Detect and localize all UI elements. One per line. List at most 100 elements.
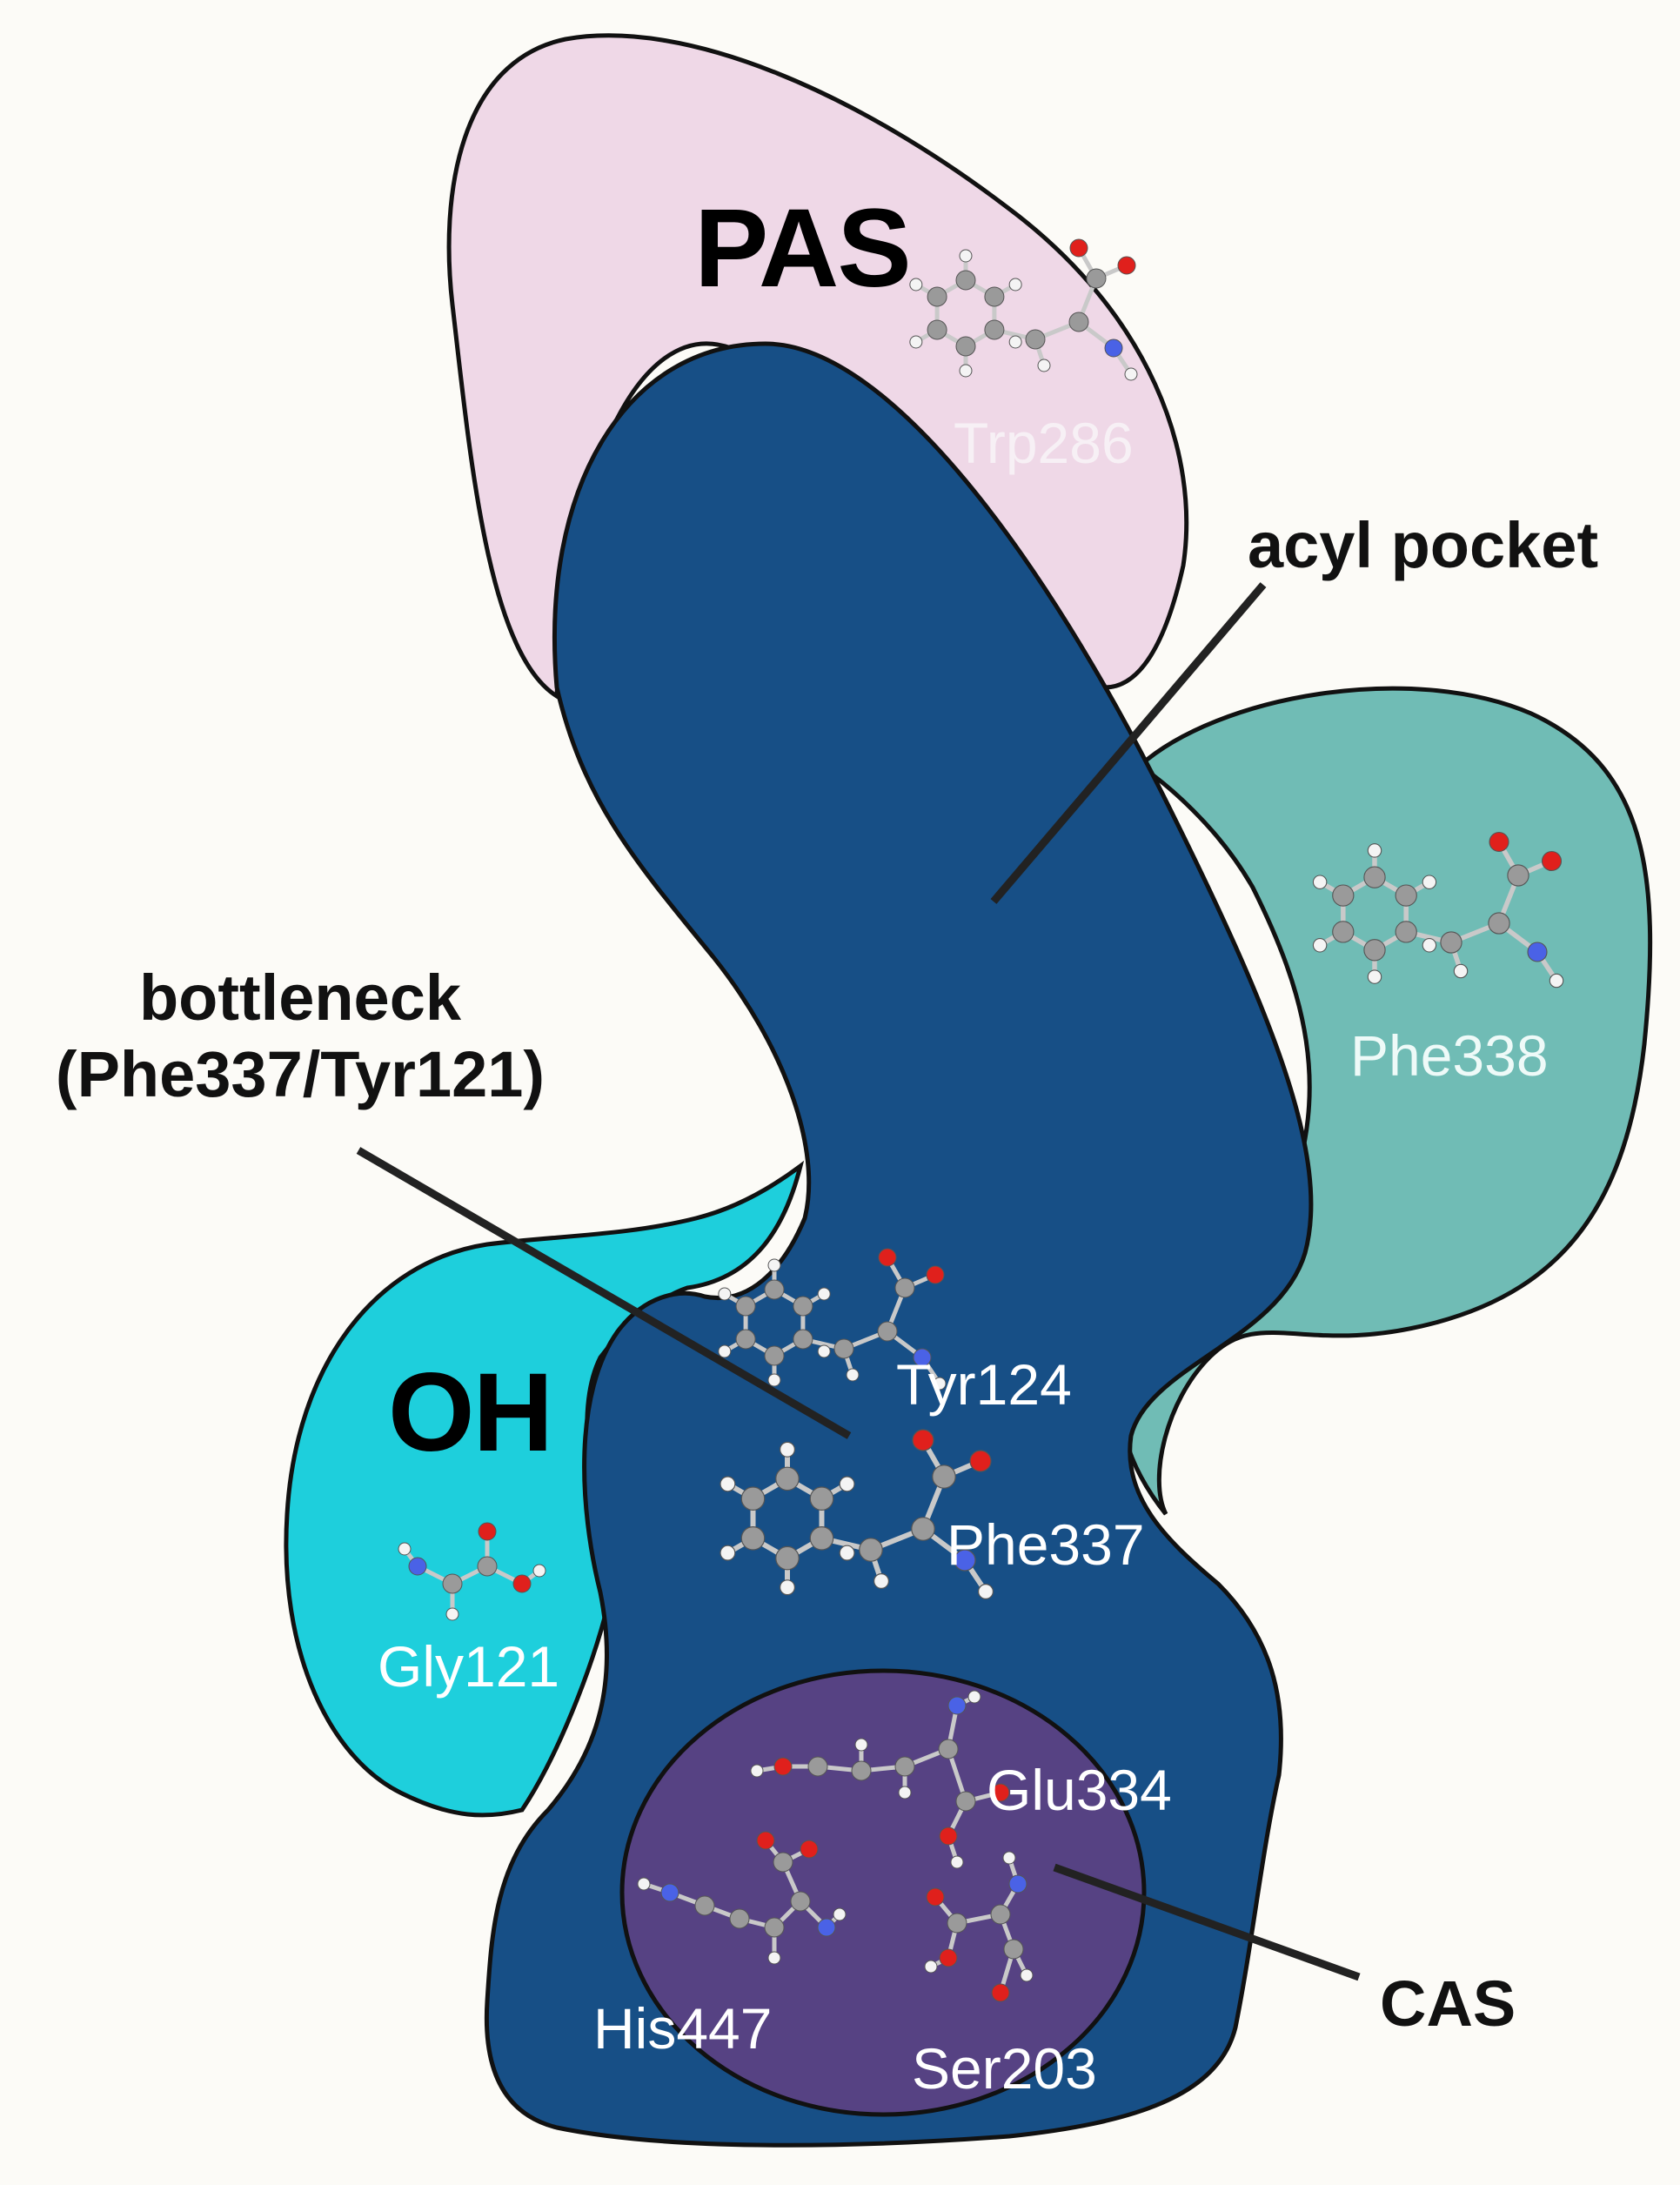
atom (767, 1373, 781, 1387)
gorge-region (484, 341, 1314, 2148)
atom (959, 249, 973, 263)
atom (955, 336, 976, 357)
residue-label-gly121: Gly121 (378, 1634, 560, 1699)
atom (775, 1466, 800, 1491)
atom (720, 1545, 736, 1561)
atom (1117, 256, 1136, 275)
residue-label-ser203: Ser203 (912, 2036, 1097, 2101)
atom (1395, 921, 1417, 943)
atom (984, 286, 1005, 307)
atom (839, 1476, 855, 1492)
molecule-tyr124 (718, 1248, 947, 1391)
atom (1312, 938, 1328, 953)
atom (969, 1450, 992, 1472)
atom (959, 364, 973, 378)
atom (720, 1476, 736, 1492)
atom (718, 1287, 732, 1301)
atom (894, 1277, 915, 1298)
atom (1422, 875, 1437, 889)
atom (926, 1265, 945, 1284)
atom (773, 1757, 793, 1776)
residue-label-phe338: Phe338 (1350, 1023, 1549, 1088)
atom (800, 1840, 819, 1859)
atom (984, 319, 1005, 340)
atom (933, 1377, 947, 1391)
atom (779, 1441, 796, 1458)
atom (809, 1486, 834, 1511)
atom (790, 1891, 811, 1912)
atom (927, 286, 947, 307)
atom (991, 1783, 1010, 1802)
atom (1003, 1939, 1024, 1960)
atom (851, 1760, 872, 1781)
atom (1124, 367, 1138, 381)
molecule-phe337 (720, 1429, 994, 1600)
atom (764, 1917, 785, 1938)
atom (817, 1287, 831, 1301)
atom (894, 1756, 915, 1777)
atom (932, 1464, 956, 1489)
acyl-pocket-leader-line (990, 582, 1267, 904)
atom (1440, 931, 1462, 954)
residue-label-phe337: Phe337 (947, 1512, 1145, 1577)
atom (478, 1522, 497, 1541)
atom (913, 1348, 932, 1367)
atom (1002, 1851, 1016, 1865)
atom (846, 1368, 860, 1382)
atom (833, 1338, 854, 1359)
atom (1363, 866, 1386, 888)
atom (1008, 335, 1022, 349)
atom (1507, 864, 1529, 887)
atom (859, 1538, 883, 1562)
atom (1037, 359, 1051, 372)
atom (898, 1786, 912, 1800)
atom (740, 1486, 766, 1511)
atom (445, 1607, 459, 1621)
atom (817, 1918, 836, 1937)
atom (1453, 963, 1469, 979)
atom (877, 1321, 898, 1342)
atom (967, 1690, 981, 1704)
atom (756, 1831, 775, 1850)
molecule-ser203 (924, 1851, 1034, 2002)
atom (878, 1248, 897, 1267)
molecule-his447 (637, 1831, 847, 1965)
atom (477, 1556, 498, 1577)
atom (767, 1258, 781, 1272)
atom (1363, 939, 1386, 962)
atom (854, 1738, 868, 1752)
atom (924, 1960, 938, 1974)
atom (764, 1279, 785, 1300)
atom (911, 1517, 935, 1541)
atom (1086, 268, 1107, 289)
atom (740, 1526, 766, 1551)
atom (873, 1573, 890, 1590)
atom (947, 1913, 967, 1934)
atom (809, 1526, 834, 1551)
molecule-glu334 (750, 1690, 1010, 1869)
atom (1367, 843, 1382, 858)
atom (1008, 278, 1022, 292)
atom (408, 1557, 427, 1576)
atom (950, 1855, 964, 1869)
bottleneck-label: bottleneck (Phe337/Tyr121) (9, 966, 592, 1107)
atom (773, 1852, 793, 1873)
atom (955, 1791, 976, 1812)
atom (793, 1329, 813, 1350)
atom (991, 1983, 1010, 2002)
atom (927, 319, 947, 340)
atom (938, 1739, 959, 1759)
atom (1422, 938, 1437, 953)
residue-label-glu334: Glu334 (987, 1758, 1172, 1822)
molecule-gly121 (398, 1522, 546, 1621)
atom (1025, 329, 1046, 350)
molecule-phe338 (1312, 831, 1564, 989)
atom (1008, 1874, 1027, 1893)
atom (955, 270, 976, 291)
atom (718, 1344, 732, 1358)
atom (990, 1904, 1011, 1925)
cas-region (619, 1668, 1147, 2117)
atom (1541, 850, 1563, 872)
atom (1068, 312, 1089, 332)
